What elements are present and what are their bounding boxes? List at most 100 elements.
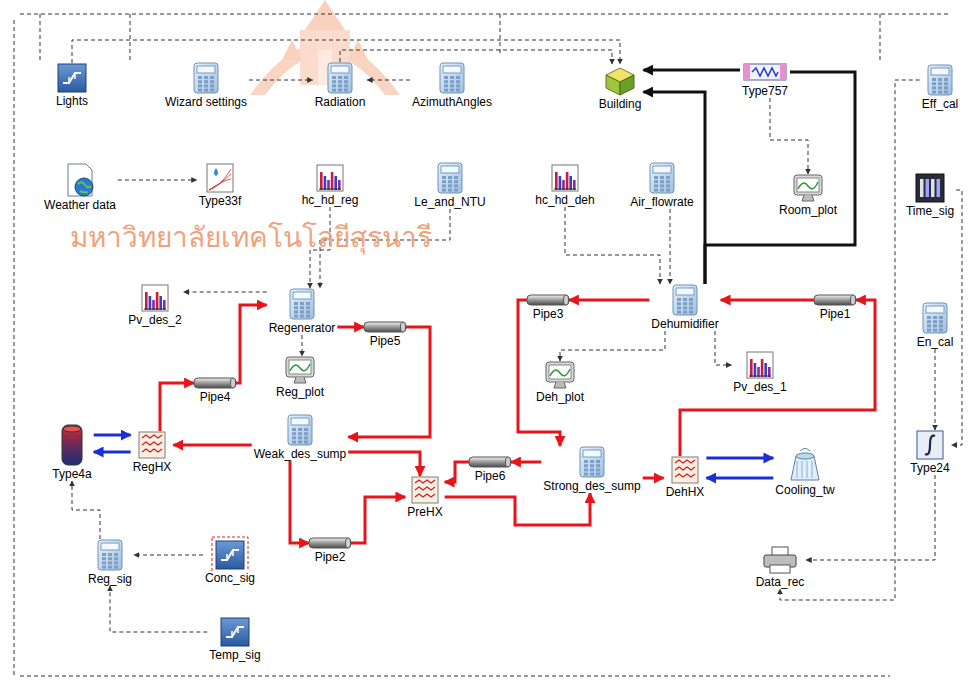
drawing-path xyxy=(675,460,695,463)
component-label: Conc_sig xyxy=(203,571,257,585)
drawing-rect xyxy=(145,292,148,310)
drawing-rect xyxy=(114,557,118,560)
drawing-rect xyxy=(98,540,122,570)
drawing-rect xyxy=(596,468,600,471)
drawing-rect xyxy=(660,189,664,192)
drawing-path xyxy=(290,364,310,371)
drawing-rect xyxy=(916,174,944,202)
component-label: Deh_plot xyxy=(534,390,586,404)
drawing-rect xyxy=(666,184,670,187)
drawing-rect xyxy=(204,89,208,92)
drawing-rect xyxy=(292,436,296,439)
pipe-component: Pipe5 xyxy=(364,321,406,348)
calc-icon xyxy=(326,62,354,94)
drawing-rect xyxy=(331,172,334,190)
drawing-rect xyxy=(454,176,458,179)
fan-icon xyxy=(743,61,787,83)
drawing-path xyxy=(675,467,695,470)
component-label: Data_rec xyxy=(754,575,807,589)
drawing-rect xyxy=(666,180,670,183)
drawing-rect xyxy=(298,428,302,431)
drawing-rect xyxy=(654,189,658,192)
drawing-rect xyxy=(590,464,594,467)
drawing-ellipse xyxy=(346,538,351,548)
drawing-g xyxy=(72,40,962,632)
tower-icon xyxy=(788,448,822,482)
flow-connector xyxy=(290,461,309,543)
drawing-rect xyxy=(304,441,308,444)
drawing-ellipse xyxy=(564,295,569,305)
scope-icon xyxy=(793,174,823,202)
plot-icon xyxy=(316,164,344,192)
flow-connector xyxy=(337,326,364,329)
drawing-rect xyxy=(747,352,773,378)
drawing-rect xyxy=(344,84,348,87)
calc-component: Regenerator xyxy=(267,288,338,335)
component-label: Regenerator xyxy=(267,321,338,335)
drawing-path xyxy=(144,309,166,310)
drawing-rect xyxy=(338,80,342,83)
drawing-rect xyxy=(438,163,462,193)
drawing-rect xyxy=(590,460,594,463)
drawing-path xyxy=(68,164,92,196)
drawing-rect xyxy=(689,306,693,309)
drawing-rect xyxy=(939,320,943,323)
scope-component: Reg_plot xyxy=(274,356,326,399)
drawing-rect xyxy=(689,302,693,305)
drawing-rect xyxy=(566,172,569,190)
drawing-path xyxy=(221,550,239,560)
drawing-rect xyxy=(294,302,298,305)
drawing-rect xyxy=(596,473,600,476)
drawing-rect xyxy=(927,316,931,319)
component-label: Eff_cal xyxy=(920,97,960,111)
drawing-rect xyxy=(770,565,790,573)
drawing-rect xyxy=(364,322,406,332)
drawing-rect xyxy=(444,84,448,87)
drawing-rect xyxy=(338,89,342,92)
drawing-rect xyxy=(928,65,952,95)
drawing-rect xyxy=(933,329,937,332)
drawing-rect xyxy=(555,172,558,190)
calc-icon xyxy=(671,284,699,316)
flow-connector xyxy=(173,444,251,447)
psych-icon xyxy=(206,163,234,193)
drawing-rect xyxy=(944,82,948,85)
calc-component: Eff_cal xyxy=(920,64,960,111)
drawing-path xyxy=(802,195,814,201)
drawing-rect xyxy=(334,176,337,190)
drawing-path xyxy=(232,627,238,637)
drawing-rect xyxy=(596,460,600,463)
component-label: Reg_plot xyxy=(274,385,326,399)
drawing-rect xyxy=(933,324,937,327)
flow-connector xyxy=(705,72,855,284)
weather-component: Weather data xyxy=(42,163,118,212)
drawing-rect xyxy=(654,180,658,183)
drawing-path xyxy=(415,494,435,497)
drawing-rect xyxy=(938,82,942,85)
calc-icon xyxy=(192,62,220,94)
drawing-rect xyxy=(338,76,342,79)
drawing-rect xyxy=(210,76,214,79)
drawing-rect xyxy=(939,329,943,332)
drawing-rect xyxy=(198,76,202,79)
drawing-rect xyxy=(442,180,446,183)
drawing-rect xyxy=(210,89,214,92)
drawing-rect xyxy=(933,320,937,323)
drawing-rect xyxy=(444,80,448,83)
drawing-rect xyxy=(450,84,454,87)
drawing-rect xyxy=(444,89,448,92)
drawing-path xyxy=(925,436,935,455)
calc-component: AzimuthAngles xyxy=(410,62,494,109)
drawing-rect xyxy=(142,285,168,311)
drawing-rect xyxy=(442,184,446,187)
plot-icon xyxy=(141,284,169,312)
info-link xyxy=(565,207,660,284)
drawing-rect xyxy=(442,176,446,179)
calc-component: Weak_des_sump xyxy=(252,414,349,461)
pipe-component: Pipe6 xyxy=(469,456,511,483)
hx-component: DehHX xyxy=(664,456,707,499)
drawing-rect xyxy=(194,378,236,388)
drawing-rect xyxy=(293,292,311,299)
drawing-rect xyxy=(102,553,106,556)
drawing-rect xyxy=(683,306,687,309)
